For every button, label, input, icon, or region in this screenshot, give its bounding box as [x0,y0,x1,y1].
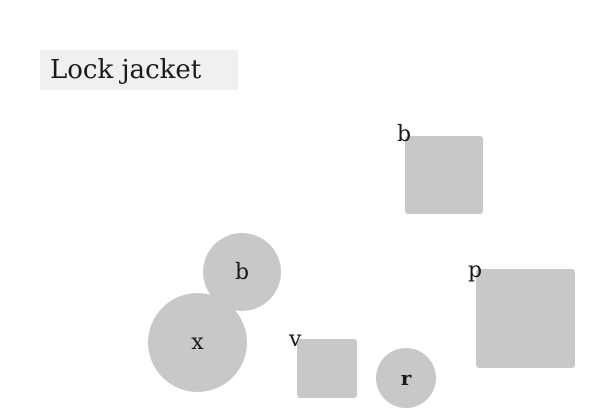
circle-r[interactable]: r [376,348,436,408]
circle-x[interactable]: x [148,293,247,392]
circle-b-label: b [234,259,250,285]
square-v-label: v [289,327,302,352]
circle-r-label: r [400,366,412,390]
square-v[interactable] [297,339,357,398]
square-p-label: p [468,258,483,283]
circle-x-label: x [191,330,204,355]
square-p[interactable] [476,269,575,368]
title-box: Lock jacket [40,50,238,90]
square-b-label: b [397,122,412,147]
page-title: Lock jacket [50,55,202,85]
square-b[interactable] [405,136,483,214]
